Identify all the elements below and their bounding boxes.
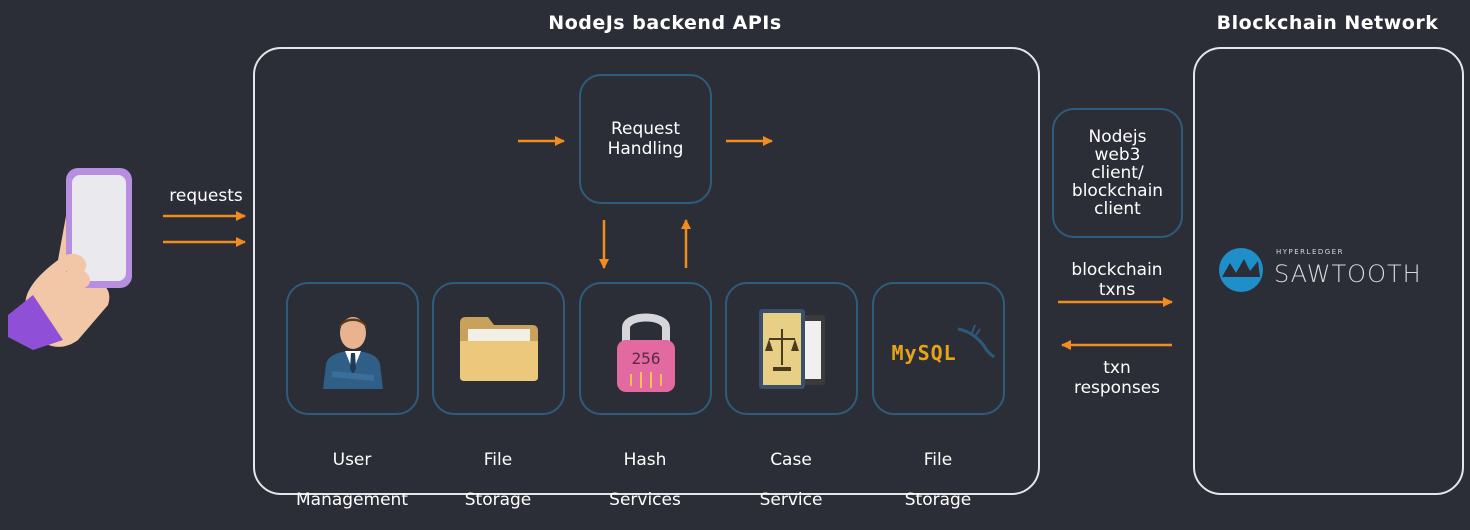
web3-client-line2: web3 bbox=[1094, 145, 1141, 165]
blockchain-txns-line2: txns bbox=[1098, 280, 1136, 300]
hash-services-label-line1: Hash bbox=[623, 450, 667, 470]
file-storage-label-1-line1: File bbox=[483, 450, 513, 470]
web3-client-line4: blockchain bbox=[1071, 181, 1164, 201]
hash-services-node: 256 bbox=[579, 282, 712, 415]
network-title: Blockchain Network bbox=[1216, 12, 1439, 34]
request-handling-line1: Request bbox=[610, 119, 681, 139]
txn-responses-label: txn responses bbox=[1052, 358, 1182, 398]
file-storage-node-2: MySQL bbox=[872, 282, 1005, 415]
web3-client-line3: client/ bbox=[1091, 163, 1144, 183]
file-storage-label-2-line1: File bbox=[923, 450, 953, 470]
blockchain-txns-label: blockchain txns bbox=[1052, 260, 1182, 300]
mysql-logo-text: MySQL bbox=[891, 340, 957, 365]
blockchain-txns-line1: blockchain bbox=[1071, 260, 1163, 280]
sawtooth-emblem-icon bbox=[1219, 248, 1263, 292]
mysql-logo-icon: MySQL bbox=[880, 319, 998, 379]
case-service-node bbox=[725, 282, 858, 415]
request-handling-node: Request Handling bbox=[579, 74, 712, 204]
file-storage-node-1 bbox=[432, 282, 565, 415]
request-handling-line2: Handling bbox=[607, 139, 684, 159]
requests-label: requests bbox=[169, 186, 243, 206]
svg-text:256: 256 bbox=[631, 349, 660, 368]
web3-client-line5: client bbox=[1094, 199, 1141, 219]
folder-icon bbox=[459, 316, 538, 381]
padlock-256-icon: 256 bbox=[616, 313, 675, 392]
case-service-label-line1: Case bbox=[770, 450, 812, 470]
businessman-icon bbox=[322, 316, 383, 389]
phone-hand-icon bbox=[8, 165, 148, 350]
backend-title: NodeJs backend APIs bbox=[548, 12, 782, 34]
hyperledger-sawtooth-logo: HYPERLEDGER SAWTOOTH bbox=[1218, 244, 1448, 296]
user-management-node bbox=[286, 282, 419, 415]
backend-panel bbox=[253, 47, 1040, 495]
hyperledger-text: HYPERLEDGER bbox=[1276, 248, 1344, 256]
sawtooth-text: SAWTOOTH bbox=[1274, 260, 1422, 288]
blockchain-network-panel bbox=[1193, 47, 1464, 495]
web3-client-line1: Nodejs bbox=[1088, 127, 1147, 147]
txn-responses-line2: responses bbox=[1073, 378, 1161, 398]
txn-responses-line1: txn bbox=[1103, 358, 1131, 378]
web3-client-node: Nodejs web3 client/ blockchain client bbox=[1052, 108, 1183, 238]
legal-document-icon bbox=[758, 308, 825, 389]
arrows-layer bbox=[163, 136, 1173, 350]
user-management-label-line1: User bbox=[332, 450, 372, 470]
